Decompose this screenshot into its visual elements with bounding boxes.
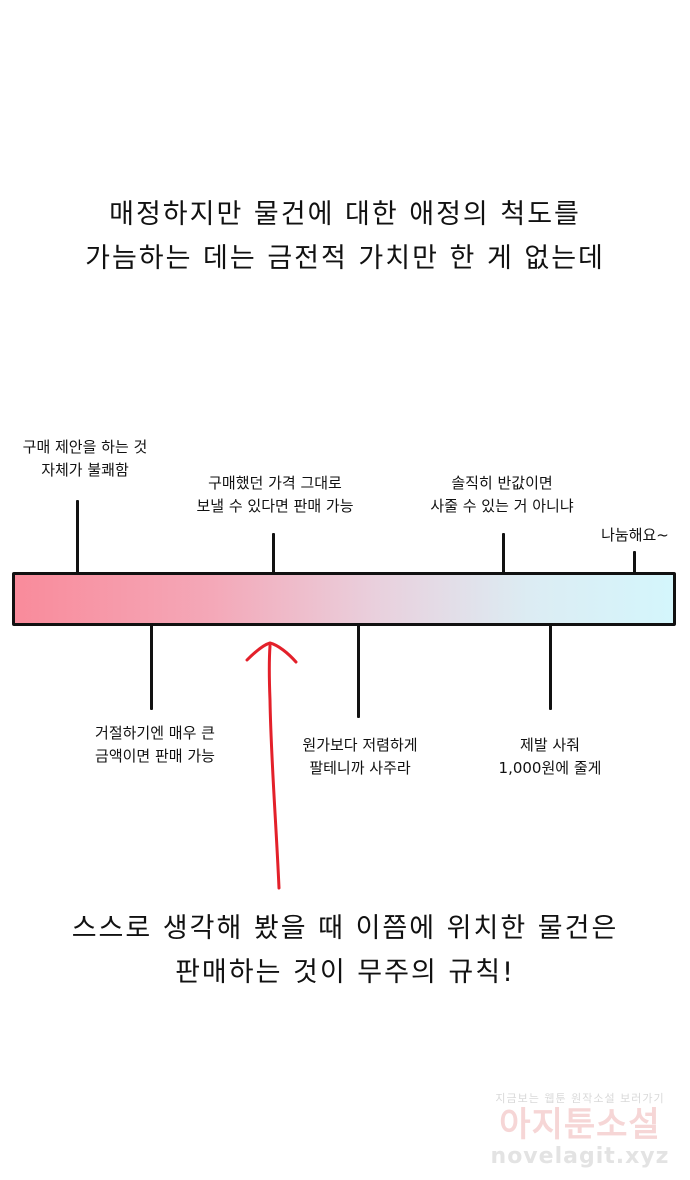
- scale-label-top-4: 나눔해요~: [601, 526, 669, 544]
- scale-label-bottom-2: 원가보다 저렴하게 팔테니까 사주라: [302, 736, 418, 777]
- scale-tick-bottom-2: [357, 624, 360, 718]
- scale-label-bottom-1: 거절하기엔 매우 큰 금액이면 판매 가능: [95, 724, 215, 765]
- watermark: 지금보는 웹툰 원작소설 보러가기 아지툰소설 novelagit.xyz: [470, 1090, 690, 1170]
- top-caption: 매정하지만 물건에 대한 애정의 척도를 가늠하는 데는 금전적 가치만 한 게…: [0, 193, 690, 281]
- scale-tick-top-2: [272, 533, 275, 574]
- bottom-caption-line-2: 판매하는 것이 무주의 규칙!: [175, 957, 515, 988]
- watermark-tagline: 지금보는 웹툰 원작소설 보러가기: [495, 1092, 665, 1105]
- scale-tick-bottom-1: [150, 624, 153, 710]
- scale-tick-top-1: [76, 500, 79, 574]
- value-scale-bar: [12, 572, 676, 626]
- top-caption-line-2: 가늠하는 데는 금전적 가치만 한 게 없는데: [85, 243, 605, 274]
- scale-tick-bottom-3: [549, 624, 552, 710]
- watermark-url: novelagit.xyz: [490, 1144, 670, 1169]
- scale-label-bottom-3: 제발 사줘 1,000원에 줄게: [498, 736, 602, 777]
- bottom-caption: 스스로 생각해 봤을 때 이쯤에 위치한 물건은 판매하는 것이 무주의 규칙!: [0, 907, 690, 995]
- scale-label-top-2: 구매했던 가격 그대로 보낼 수 있다면 판매 가능: [196, 474, 354, 515]
- bottom-caption-line-1: 스스로 생각해 봤을 때 이쯤에 위치한 물건은: [71, 913, 619, 944]
- top-caption-line-1: 매정하지만 물건에 대한 애정의 척도를: [109, 199, 581, 230]
- scale-tick-top-3: [502, 533, 505, 574]
- scale-label-top-1: 구매 제안을 하는 것 자체가 불쾌함: [22, 438, 148, 479]
- scale-label-top-3: 솔직히 반값이면 사줄 수 있는 거 아니냐: [430, 474, 574, 515]
- watermark-brand: 아지툰소설: [499, 1105, 661, 1145]
- scale-tick-top-4: [633, 551, 636, 574]
